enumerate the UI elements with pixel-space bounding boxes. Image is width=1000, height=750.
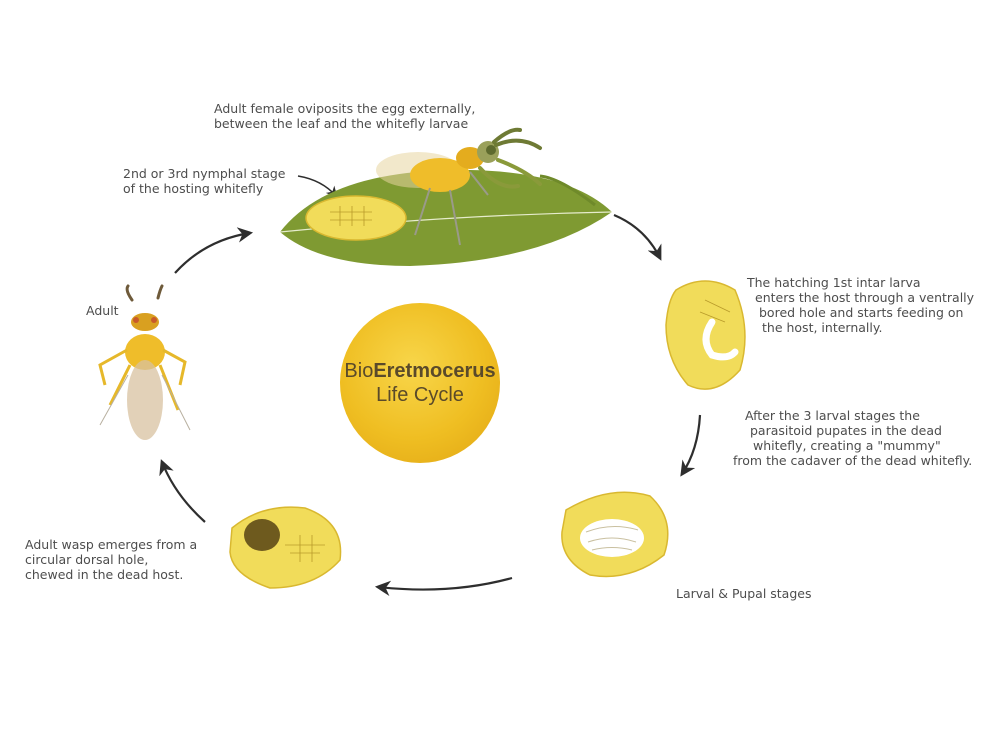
- arrow-leaf-to-larva: [613, 213, 662, 261]
- female-wasp-icon: [376, 127, 542, 246]
- arrow-emerged-to-adult: [159, 459, 206, 523]
- label-adult: Adult: [86, 303, 119, 318]
- label-emerges: Adult wasp emerges from a circular dorsa…: [25, 537, 198, 582]
- arrow-larva-to-mummy: [680, 414, 702, 477]
- emerged-host-icon: [229, 506, 342, 589]
- label-hatching: The hatching 1st intar larva enters the …: [747, 275, 975, 335]
- title-line-1: BioEretmocerus: [344, 360, 496, 382]
- label-pupates: After the 3 larval stages the parasitoid…: [733, 408, 973, 468]
- adult-wasp-icon: [98, 284, 191, 440]
- title-line-2: Life Cycle: [376, 384, 464, 406]
- label-larval-pupal: Larval & Pupal stages: [676, 586, 812, 601]
- arrow-mummy-to-emerged: [374, 576, 513, 597]
- label-adult-female: Adult female oviposits the egg externall…: [214, 101, 476, 131]
- whitefly-nymph-icon: [305, 195, 407, 241]
- label-nymphal-stage: 2nd or 3rd nymphal stage of the hosting …: [123, 166, 286, 196]
- larva-in-host-icon: [665, 280, 746, 390]
- arrow-nymph-pointer: [297, 175, 338, 198]
- center-title-circle: BioEretmocerus Life Cycle: [340, 303, 500, 463]
- mummy-pupa-icon: [561, 491, 669, 578]
- arrow-adult-to-leaf: [174, 227, 254, 274]
